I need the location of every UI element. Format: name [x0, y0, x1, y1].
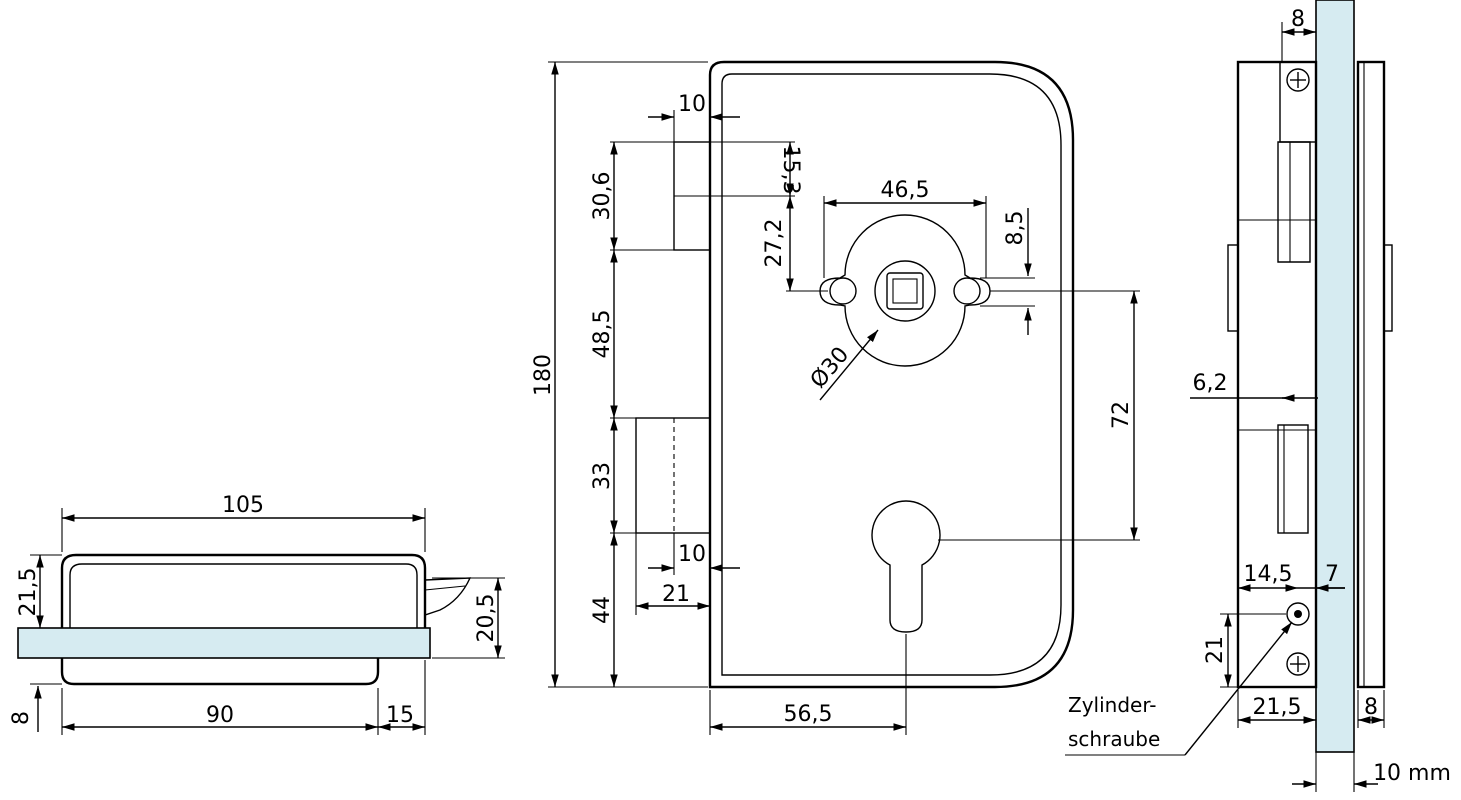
lock-body-end	[1236, 60, 1318, 689]
dim-end-bottom-width: 21,5	[1253, 695, 1302, 720]
dim-front-offset-bottom: 10	[678, 542, 706, 567]
lock-body-side	[60, 553, 427, 628]
dim-front-upper-gap: 27,2	[762, 219, 787, 268]
dim-front-hole-offset: 8,5	[1003, 211, 1028, 246]
dim-side-offset: 15	[386, 703, 414, 728]
spindle-rosette	[819, 214, 991, 367]
dim-end-top: 8	[1291, 7, 1305, 32]
screw-top	[1286, 68, 1310, 92]
dim-front-middle: 48,5	[590, 310, 615, 359]
dim-front-spindle-spacing: 46,5	[881, 178, 930, 203]
glass-panel-side	[17, 627, 431, 659]
latch-side	[424, 577, 472, 616]
dim-front-backset: 56,5	[784, 702, 833, 727]
dim-side-width-bottom: 90	[206, 703, 234, 728]
lock-body-inner-side	[69, 563, 418, 628]
cylinder-hole	[871, 500, 941, 633]
dim-end-right: 7	[1325, 562, 1339, 587]
dim-front-bolt-height: 33	[590, 462, 615, 490]
label-cylinder-screw-1: Zylinder-	[1068, 693, 1157, 717]
dim-front-total-height: 180	[531, 354, 556, 396]
lock-body-front	[708, 60, 1075, 689]
bolt-end	[1277, 424, 1309, 534]
dim-end-glass: 8	[1364, 695, 1378, 720]
front-view: 180 10 30,6 15,3 27,2 46,5 8,5 48,5	[531, 60, 1140, 735]
dim-side-handle-height: 20,5	[474, 594, 499, 643]
glass-panel-end	[1315, 0, 1355, 753]
dim-end-left: 14,5	[1244, 562, 1293, 587]
label-cylinder-screw-2: schraube	[1068, 727, 1160, 751]
dead-bolt	[635, 417, 711, 534]
side-view: 105 21,5 20,5 8 90 15	[9, 493, 505, 735]
end-view: 8 6,2 14,5 7 21 21,5 8 Zylinder- schraub…	[1065, 0, 1451, 792]
faceplate-inner	[721, 73, 1062, 676]
dim-end-mid: 6,2	[1193, 371, 1228, 396]
dim-end-scale: 10 mm	[1373, 761, 1451, 786]
dim-side-height-body: 21,5	[16, 568, 41, 617]
counter-plate-end	[1356, 60, 1386, 689]
dim-front-bolt-width: 21	[662, 582, 690, 607]
counter-plate-side	[60, 658, 380, 686]
screw-bottom	[1286, 652, 1310, 676]
dim-side-width-top: 105	[222, 493, 264, 518]
dim-side-bottom-thickness: 8	[9, 711, 34, 725]
dim-front-bottom: 44	[590, 596, 615, 624]
dim-front-center-distance: 72	[1109, 401, 1134, 429]
dim-front-latch-height: 30,6	[590, 172, 615, 221]
dim-front-latch-half: 15,3	[778, 146, 803, 195]
cylinder-screw	[1286, 602, 1310, 626]
dim-front-offset-top: 10	[678, 92, 706, 117]
latch-end	[1277, 141, 1311, 263]
dim-end-vertical: 21	[1203, 636, 1228, 664]
